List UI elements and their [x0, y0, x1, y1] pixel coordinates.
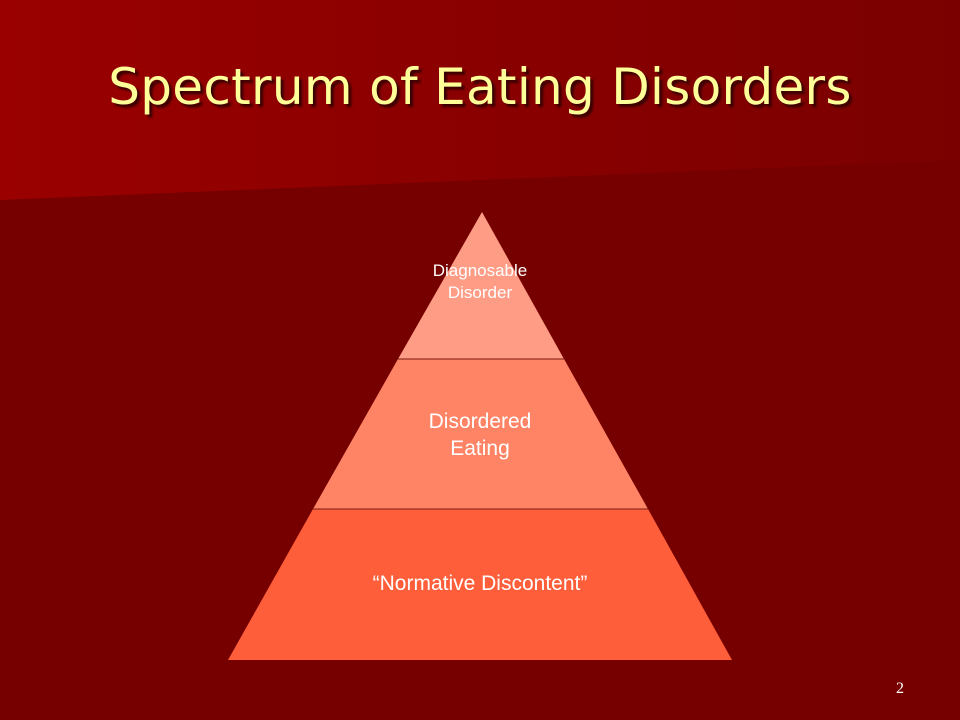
pyramid-tier-middle: [313, 359, 648, 509]
pyramid-tier-bottom: [228, 509, 732, 660]
slide-title: Spectrum of Eating Disorders: [108, 58, 852, 116]
slide-number: 2: [896, 680, 904, 697]
tier-label-disordered-eating: Disordered Eating: [428, 410, 532, 461]
pyramid-tier-top: [398, 212, 564, 359]
tier-label-normative-discontent: “Normative Discontent”: [372, 572, 588, 595]
tier-label-diagnosable-disorder: Diagnosable Disorder: [432, 261, 528, 303]
